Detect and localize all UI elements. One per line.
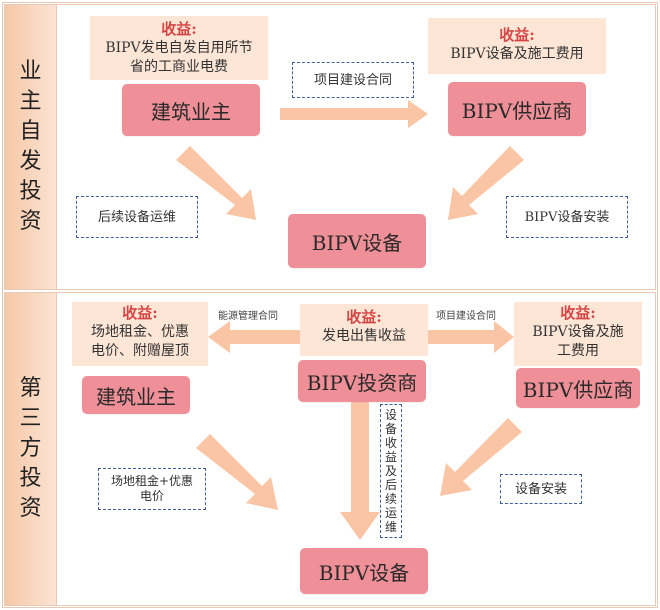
owner-node: 建筑业主: [122, 84, 260, 136]
supplier-node-2: BIPV供应商: [516, 368, 640, 408]
benefit-text: BIPV设备及施 工费用: [532, 324, 624, 359]
section-label-text: 业主自发投资: [19, 59, 42, 234]
supplier-benefit-note: 收益: BIPV设备及施工费用: [428, 18, 606, 74]
energy-contract-label: 能源管理合同: [218, 311, 278, 322]
benefit-text: 发电出售收益: [322, 328, 406, 344]
construction-contract-label-2: 项目建设合同: [436, 311, 496, 322]
benefit-text: BIPV设备及施工费用: [450, 46, 584, 62]
supplier-node: BIPV供应商: [448, 82, 586, 136]
benefit-title: 收益:: [499, 26, 535, 44]
section-label-text: 第三方投资: [19, 376, 42, 521]
owner-node-2: 建筑业主: [82, 376, 190, 414]
installation-label: BIPV设备安装: [506, 196, 628, 238]
equipment-revenue-label: 设备收益及后续运维: [380, 404, 402, 538]
section-label-third-party: 第三方投资: [5, 293, 57, 605]
investor-benefit-note: 收益: 发电出售收益: [300, 304, 428, 356]
device-node: BIPV设备: [288, 214, 426, 268]
benefit-title: 收益:: [560, 304, 596, 322]
maintenance-label: 后续设备运维: [76, 196, 198, 238]
benefit-text: 场地租金、优惠 电价、附赠屋顶: [91, 324, 189, 359]
benefit-text: BIPV发电自发自用所节 省的工商业电费: [105, 40, 253, 75]
installation-label-2: 设备安装: [500, 474, 582, 504]
owner-benefit-note: 收益: BIPV发电自发自用所节 省的工商业电费: [90, 16, 268, 80]
benefit-title: 收益:: [122, 304, 158, 322]
device-node-2: BIPV设备: [300, 548, 428, 594]
owner-benefit-note-2: 收益: 场地租金、优惠 电价、附赠屋顶: [72, 302, 208, 366]
benefit-title: 收益:: [161, 20, 197, 38]
rent-note-label: 场地租金+优惠 电价: [98, 468, 206, 510]
supplier-benefit-note-2: 收益: BIPV设备及施 工费用: [514, 302, 642, 366]
benefit-title: 收益:: [346, 308, 382, 326]
investor-node: BIPV投资商: [298, 360, 426, 402]
construction-contract-label: 项目建设合同: [292, 62, 414, 98]
section-label-owner-investment: 业主自发投资: [5, 5, 57, 289]
